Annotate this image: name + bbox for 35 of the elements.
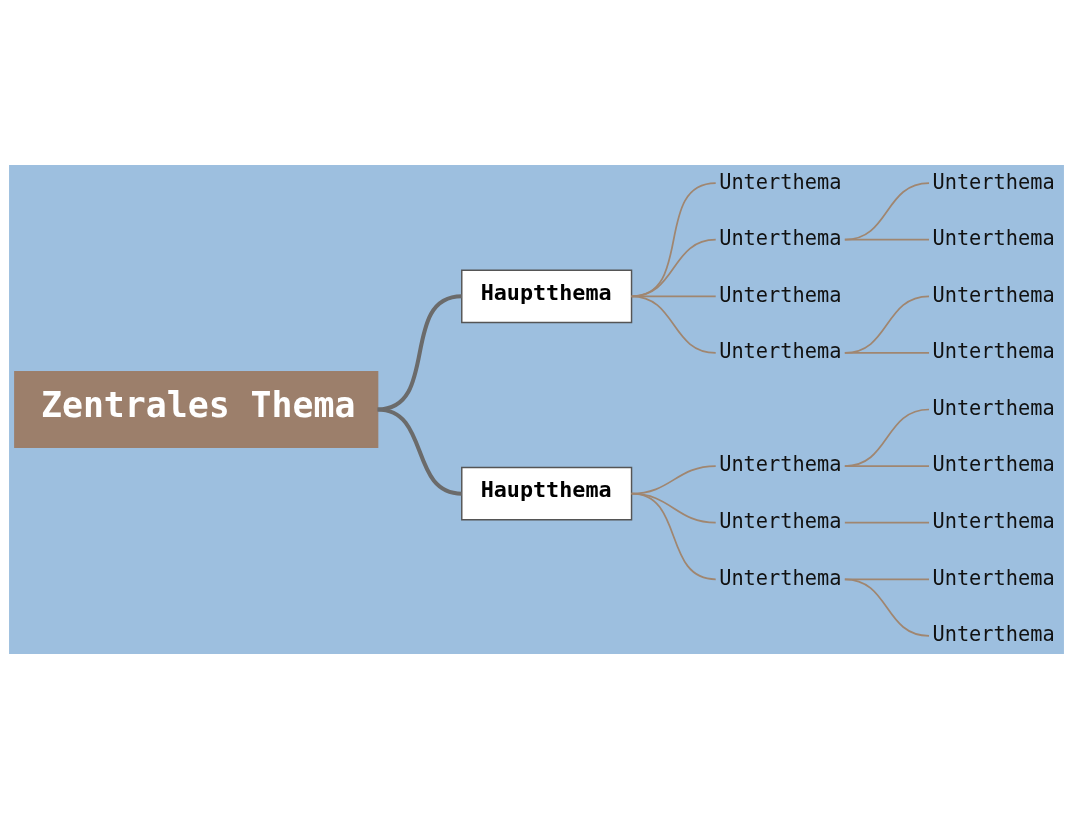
- node-text: Unterthema: [932, 565, 1055, 590]
- node-text: Unterthema: [719, 452, 842, 477]
- node-box: Hauptthema: [461, 269, 633, 324]
- connector: [844, 182, 930, 241]
- node-text: Unterthema: [932, 282, 1055, 307]
- node-text: Unterthema: [719, 282, 842, 307]
- connector: [844, 238, 930, 241]
- node-text: Unterthema: [932, 509, 1055, 534]
- node-text: Unterthema: [932, 339, 1055, 364]
- node-text: Unterthema: [719, 339, 842, 364]
- node-text: Unterthema: [932, 169, 1055, 194]
- node-text: Unterthema: [932, 452, 1055, 477]
- connector: [630, 238, 717, 298]
- connector: [630, 182, 717, 298]
- connector: [844, 578, 930, 637]
- connector: [377, 294, 463, 412]
- node-text: Unterthema: [719, 226, 842, 251]
- node-text: Unterthema: [932, 226, 1055, 251]
- connector: [630, 295, 717, 354]
- node-text: Unterthema: [932, 622, 1055, 647]
- connector: [844, 295, 930, 354]
- node-box: Zentrales Thema: [14, 371, 379, 448]
- connector: [377, 407, 463, 496]
- connector: [844, 408, 930, 467]
- node-text: Unterthema: [719, 509, 842, 534]
- connector: [844, 521, 930, 524]
- node-text: Unterthema: [719, 169, 842, 194]
- connector: [630, 492, 717, 581]
- node-text: Unterthema: [932, 395, 1055, 420]
- node-text: Unterthema: [719, 565, 842, 590]
- connector: [844, 465, 930, 467]
- connector: [844, 578, 930, 581]
- connector: [630, 295, 717, 298]
- node-box: Hauptthema: [461, 466, 633, 521]
- connector: [844, 352, 930, 354]
